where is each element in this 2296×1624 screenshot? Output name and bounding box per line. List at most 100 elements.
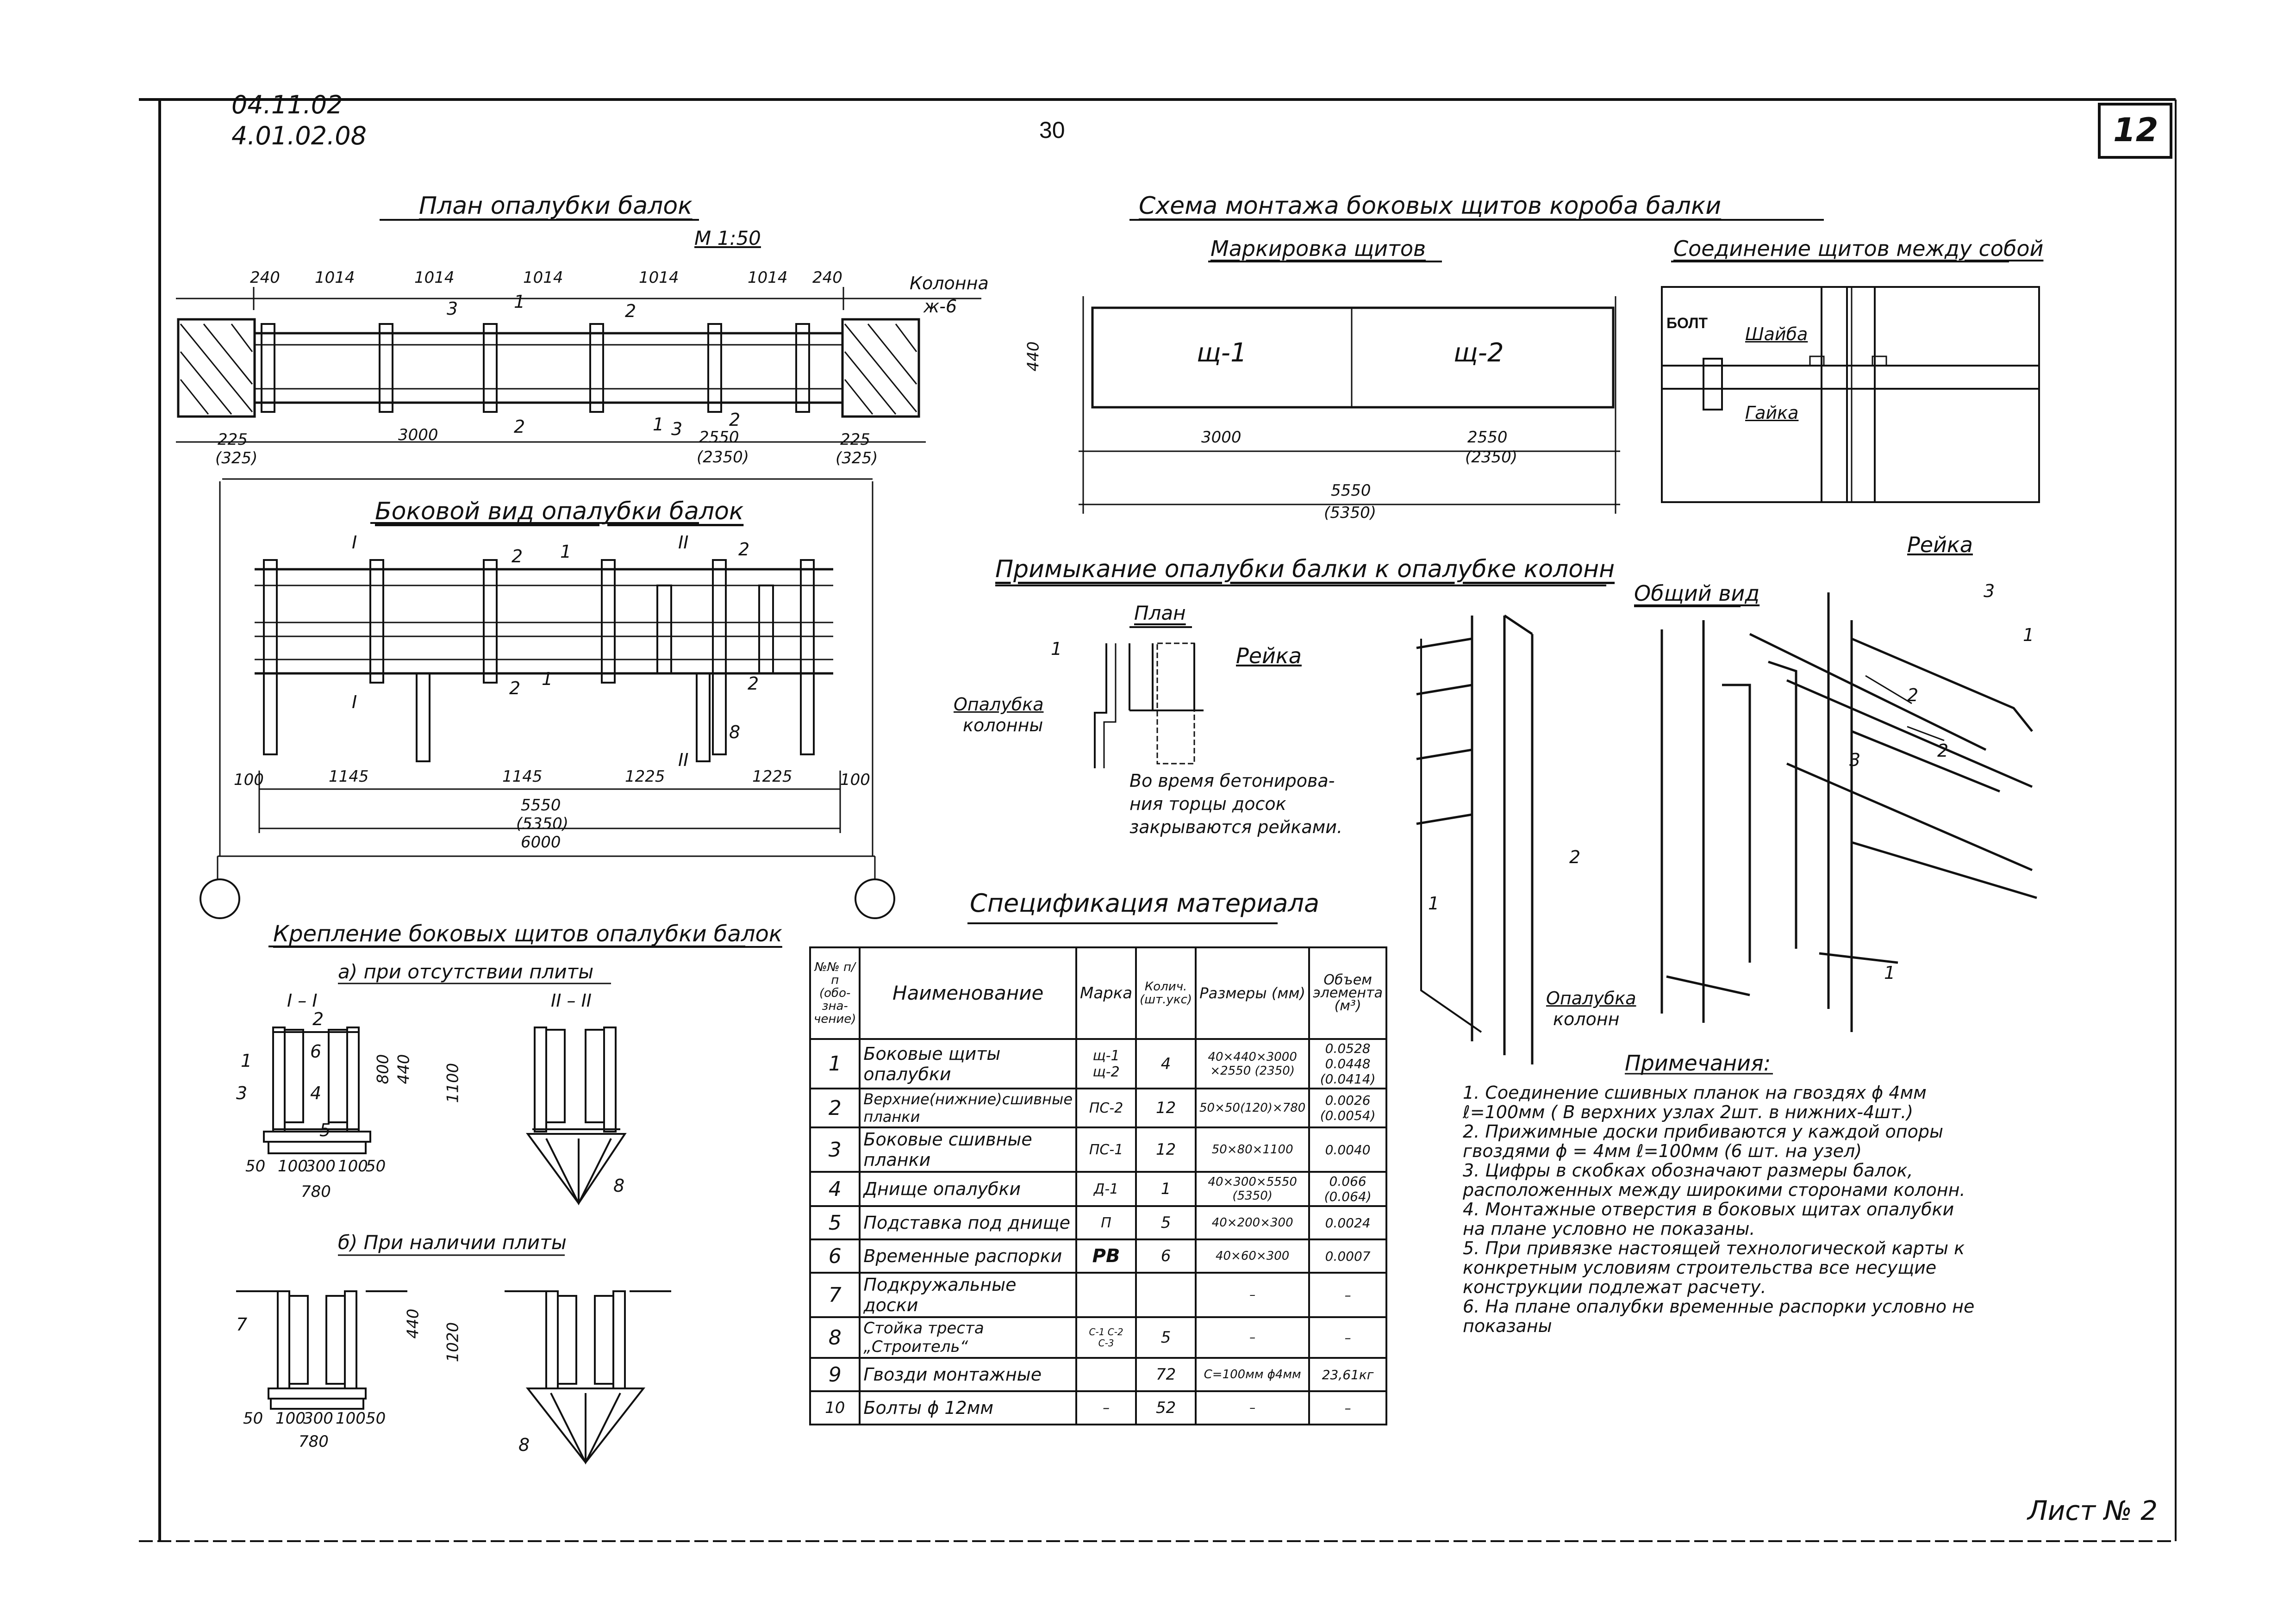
callout: 3 bbox=[671, 419, 683, 439]
callout: 8 bbox=[613, 1176, 625, 1196]
notes-title: Примечания: bbox=[1625, 1051, 1771, 1076]
dim-label: 440 bbox=[404, 1308, 423, 1339]
cell-mark: Д-1 bbox=[1075, 1171, 1137, 1207]
cell-num: 4 bbox=[809, 1171, 861, 1207]
dim-label: 800 bbox=[374, 1054, 393, 1084]
cell-qty: 4 bbox=[1135, 1038, 1197, 1089]
spec-title: Спецификация материала bbox=[970, 889, 1320, 918]
spec-table: №№ п/п (обо- зна- чение) Наименование Ма… bbox=[809, 946, 1387, 1425]
dim-label: 240 bbox=[250, 268, 280, 287]
cell-volume: 0.0528 0.0448 (0.0414) bbox=[1308, 1038, 1387, 1089]
dim-label: 1225 bbox=[625, 767, 665, 786]
general-column-form-2: колонн bbox=[1553, 1009, 1620, 1029]
dim-label: 225 bbox=[218, 430, 248, 449]
note-line: конструкции подлежат расчету. bbox=[1463, 1277, 1766, 1297]
cell-name: Подкружальные доски bbox=[859, 1272, 1078, 1318]
panel-2-label: щ-2 bbox=[1454, 338, 1504, 368]
note-line: 3. Цифры в скобках обозначают размеры ба… bbox=[1463, 1160, 1913, 1181]
spec-header-mark: Марка bbox=[1075, 946, 1137, 1040]
cell-volume: 0.066 (0.064) bbox=[1308, 1171, 1387, 1207]
cell-name: Боковые сшивные планки bbox=[859, 1126, 1078, 1173]
dim-label: 1014 bbox=[748, 268, 788, 287]
cell-num: 6 bbox=[809, 1238, 861, 1274]
note-line: 6. На плане опалубки временные распорки … bbox=[1463, 1296, 1975, 1317]
cell-volume: 0.0026 (0.0054) bbox=[1308, 1088, 1387, 1128]
callout: 3 bbox=[1984, 581, 1995, 601]
general-column-form: Опалубка bbox=[1546, 988, 1636, 1008]
note-line: конкретным условиям строительства все не… bbox=[1463, 1257, 1937, 1278]
cell-volume: 0.0040 bbox=[1308, 1126, 1387, 1173]
cell-name: Подставка под днище bbox=[859, 1205, 1078, 1240]
cell-mark: С-1 С-2 С-3 bbox=[1075, 1316, 1137, 1359]
cell-mark: ПС-1 bbox=[1075, 1126, 1137, 1173]
callout: 2 bbox=[1569, 847, 1581, 867]
cell-size: – bbox=[1195, 1316, 1310, 1359]
callout: 1 bbox=[514, 292, 525, 312]
callout: 8 bbox=[729, 722, 741, 742]
callout: 8 bbox=[518, 1435, 530, 1455]
callout: 2 bbox=[625, 301, 636, 321]
dim-label: 50 bbox=[243, 1409, 263, 1428]
callout: 1 bbox=[241, 1051, 252, 1071]
document-code-top: 04.11.02 bbox=[231, 90, 343, 119]
dim-label: 50 bbox=[366, 1409, 386, 1428]
dim-label: 100 bbox=[336, 1409, 366, 1428]
callout: 2 bbox=[514, 417, 525, 437]
cell-num: 3 bbox=[809, 1126, 861, 1173]
callout: 4 bbox=[310, 1083, 322, 1103]
junction-title: Примыкание опалубки балки к опалубке кол… bbox=[995, 555, 1615, 583]
table-row: 3 Боковые сшивные планки ПС-1 12 50×80×1… bbox=[809, 1126, 1387, 1173]
notes-list: 1. Соединение сшивных планок на гвоздях … bbox=[1463, 1083, 2065, 1336]
column-label: Колонна bbox=[910, 273, 989, 293]
fastening-case-b: б) При наличии плиты bbox=[338, 1231, 567, 1254]
cell-name: Верхние(нижние)сшивные планки bbox=[859, 1088, 1078, 1128]
dim-label: 3000 bbox=[398, 426, 438, 444]
cell-qty: 12 bbox=[1135, 1088, 1197, 1128]
cell-num: 7 bbox=[809, 1272, 861, 1318]
cell-size: – bbox=[1195, 1390, 1310, 1425]
note-line: расположенных между широкими сторонами к… bbox=[1463, 1180, 1965, 1200]
spec-header-qty: Колич. (шт.укс) bbox=[1135, 946, 1197, 1040]
cell-size: 50×80×1100 bbox=[1195, 1126, 1310, 1173]
spec-header-name: Наименование bbox=[859, 946, 1078, 1040]
table-row: 4 Днище опалубки Д-1 1 40×300×5550 (5350… bbox=[809, 1171, 1387, 1207]
cell-num: 10 bbox=[809, 1390, 861, 1425]
cell-qty: 72 bbox=[1135, 1357, 1197, 1392]
dim-label: 300 bbox=[303, 1409, 333, 1428]
callout: 1 bbox=[542, 669, 553, 689]
document-code-bottom: 4.01.02.08 bbox=[231, 121, 367, 150]
general-view-title: Общий вид bbox=[1634, 581, 1760, 606]
spec-header-size: Размеры (мм) bbox=[1195, 946, 1310, 1040]
callout: 7 bbox=[236, 1314, 248, 1335]
section-label: II – II bbox=[551, 990, 592, 1011]
dim-label: 1225 bbox=[752, 767, 792, 786]
cell-size: 40×200×300 bbox=[1195, 1205, 1310, 1240]
table-row: 10 Болты ϕ 12мм – 52 – – bbox=[809, 1390, 1387, 1425]
section-mark: I bbox=[352, 532, 357, 553]
note-line: 4. Монтажные отверстия в боковых щитах о… bbox=[1463, 1199, 1954, 1220]
junction-note-line: закрываются рейками. bbox=[1129, 817, 1343, 837]
cell-num: 9 bbox=[809, 1357, 861, 1392]
connection-title: Соединение щитов между собой bbox=[1673, 236, 2044, 261]
section-mark: I bbox=[352, 692, 357, 712]
cell-volume: – bbox=[1308, 1316, 1387, 1359]
dim-label: 1014 bbox=[523, 268, 563, 287]
spec-header-row: №№ п/п (обо- зна- чение) Наименование Ма… bbox=[809, 946, 1387, 1040]
table-row: 6 Временные распорки РВ 6 40×60×300 0.00… bbox=[809, 1238, 1387, 1274]
note-line: 2. Прижимные доски прибиваются у каждой … bbox=[1463, 1121, 1944, 1142]
dim-label: 100 bbox=[338, 1157, 368, 1176]
note-line: 1. Соединение сшивных планок на гвоздях … bbox=[1463, 1083, 1927, 1103]
dim-label: 5550 bbox=[521, 796, 561, 815]
table-row: 9 Гвозди монтажные 72 С=100мм ϕ4мм 23,61… bbox=[809, 1357, 1387, 1392]
dim-label: 2550 bbox=[699, 428, 739, 447]
cell-mark: ПС-2 bbox=[1075, 1088, 1137, 1128]
cell-size: 40×60×300 bbox=[1195, 1238, 1310, 1274]
cell-num: 8 bbox=[809, 1316, 861, 1359]
dim-label: 1100 bbox=[443, 1063, 462, 1103]
cell-qty: 5 bbox=[1135, 1205, 1197, 1240]
dim-label: 1020 bbox=[443, 1322, 462, 1363]
junction-note-line: ния торцы досок bbox=[1129, 794, 1286, 814]
callout: 5 bbox=[319, 1120, 331, 1140]
table-row: 1 Боковые щиты опалубки щ-1 щ-2 4 40×440… bbox=[809, 1038, 1387, 1089]
callout: 3 bbox=[447, 299, 458, 319]
